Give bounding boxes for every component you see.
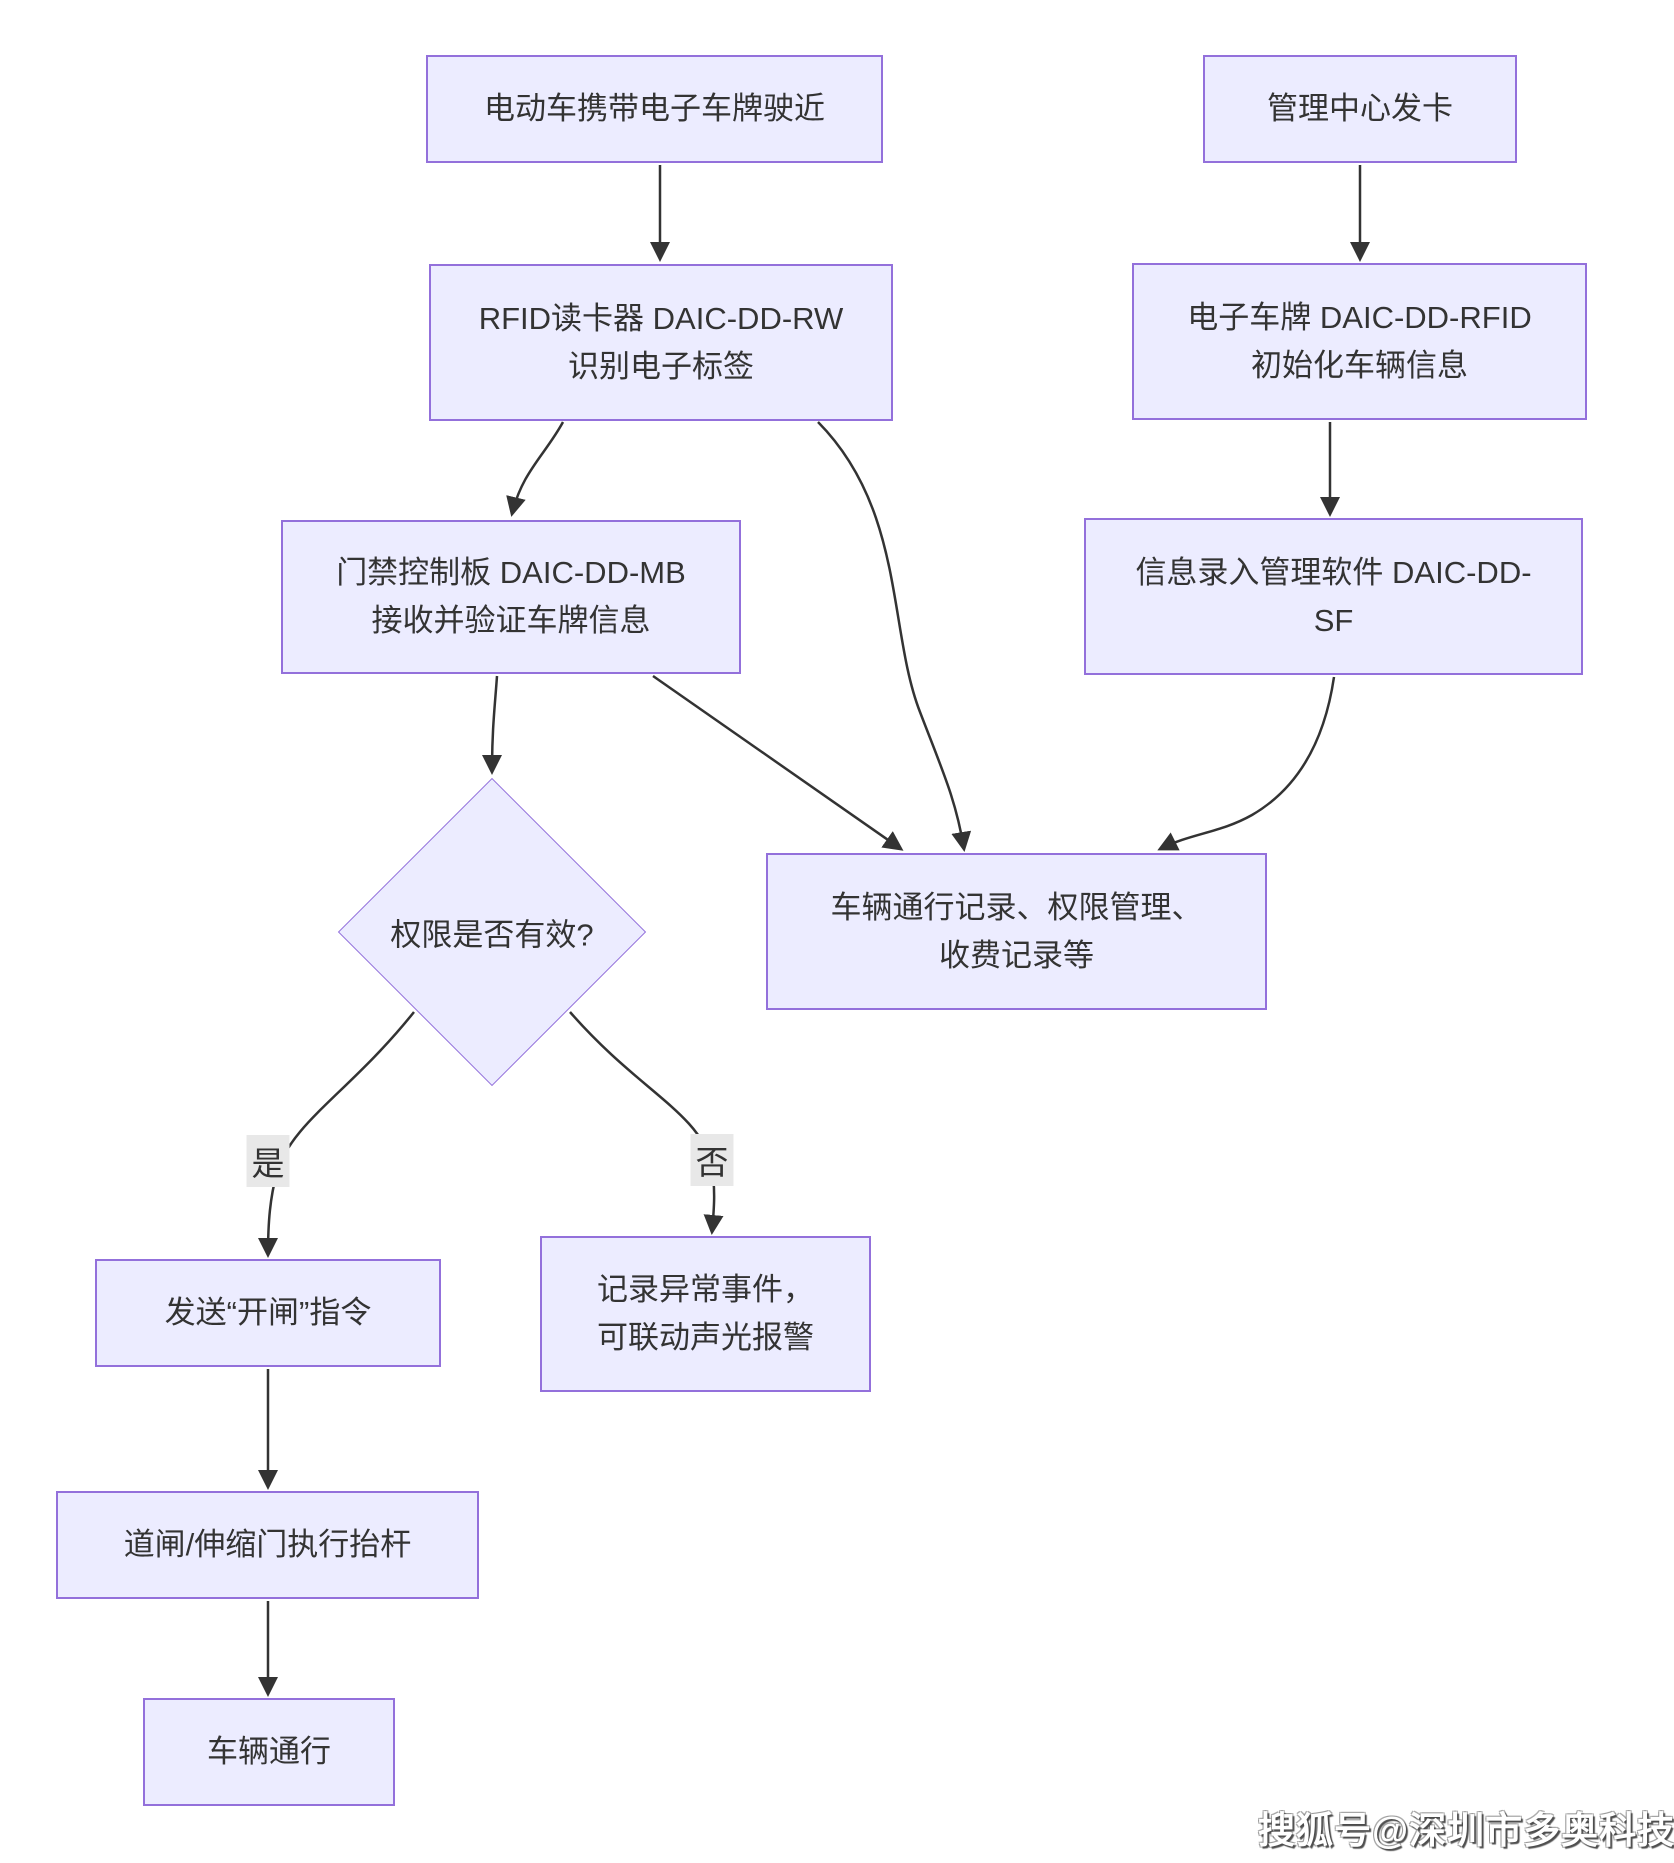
node-log-alarm: 记录异常事件， 可联动声光报警 (540, 1236, 871, 1392)
edge-decision-no-to-logalarm (569, 1011, 724, 1235)
node-label-line: 管理中心发卡 (1267, 91, 1453, 126)
node-approach: 电动车携带电子车牌驶近 (426, 55, 883, 163)
node-label-line: 初始化车辆信息 (1251, 347, 1468, 383)
edge-label-yes: 是 (246, 1135, 290, 1187)
node-label-line: 接收并验证车牌信息 (371, 603, 651, 638)
node-label-line: RFID读卡器 DAIC-DD-RW (478, 300, 844, 336)
edge-software-to-records (1157, 676, 1336, 851)
node-card-center: 管理中心发卡 (1203, 55, 1517, 163)
edge-doorctrl-to-records (652, 674, 904, 851)
edge-rfid-to-records (817, 421, 972, 852)
node-label-line: 门禁控制板 DAIC-DD-MB (336, 555, 686, 590)
edge-label-no: 否 (690, 1134, 734, 1186)
node-send-open-command: 发送“开闸”指令 (95, 1259, 441, 1367)
node-eplate-init: 电子车牌 DAIC-DD-RFID 初始化车辆信息 (1132, 263, 1587, 420)
node-vehicle-pass: 车辆通行 (143, 1698, 395, 1806)
node-rfid-reader: RFID读卡器 DAIC-DD-RW 识别电子标签 (429, 264, 893, 421)
node-label-line: 道闸/伸缩门执行抬杆 (123, 1527, 412, 1562)
node-label-line: 发送“开闸”指令 (164, 1295, 372, 1330)
node-label-line: 车辆通行记录、权限管理、 (830, 889, 1203, 925)
node-label-line: 电动车携带电子车牌驶近 (484, 91, 825, 126)
edge-decision-yes-to-sendopen (258, 1011, 415, 1258)
node-label-line: 电子车牌 DAIC-DD-RFID (1187, 299, 1532, 335)
node-label-line: 收费记录等 (939, 937, 1094, 973)
edge-doorctrl-to-decision (482, 675, 503, 775)
node-label-line: 记录异常事件， (597, 1272, 814, 1307)
node-gate-lift: 道闸/伸缩门执行抬杆 (56, 1491, 479, 1599)
watermark-text: 搜狐号@深圳市多奥科技 (1258, 1810, 1674, 1851)
node-records: 车辆通行记录、权限管理、 收费记录等 (766, 853, 1267, 1010)
node-label-line: 识别电子标签 (568, 348, 754, 384)
node-decision-label: 权限是否有效? (390, 917, 594, 953)
node-label-line: 车辆通行 (207, 1734, 331, 1769)
node-door-controller: 门禁控制板 DAIC-DD-MB 接收并验证车牌信息 (281, 520, 741, 674)
node-label-line: 可联动声光报警 (597, 1320, 814, 1355)
node-label-line: 信息录入管理软件 DAIC-DD- (1135, 554, 1532, 590)
edge-rfid-to-doorctrl (506, 421, 565, 517)
node-label-line: SF (1313, 602, 1354, 638)
node-management-software: 信息录入管理软件 DAIC-DD- SF (1084, 518, 1583, 675)
